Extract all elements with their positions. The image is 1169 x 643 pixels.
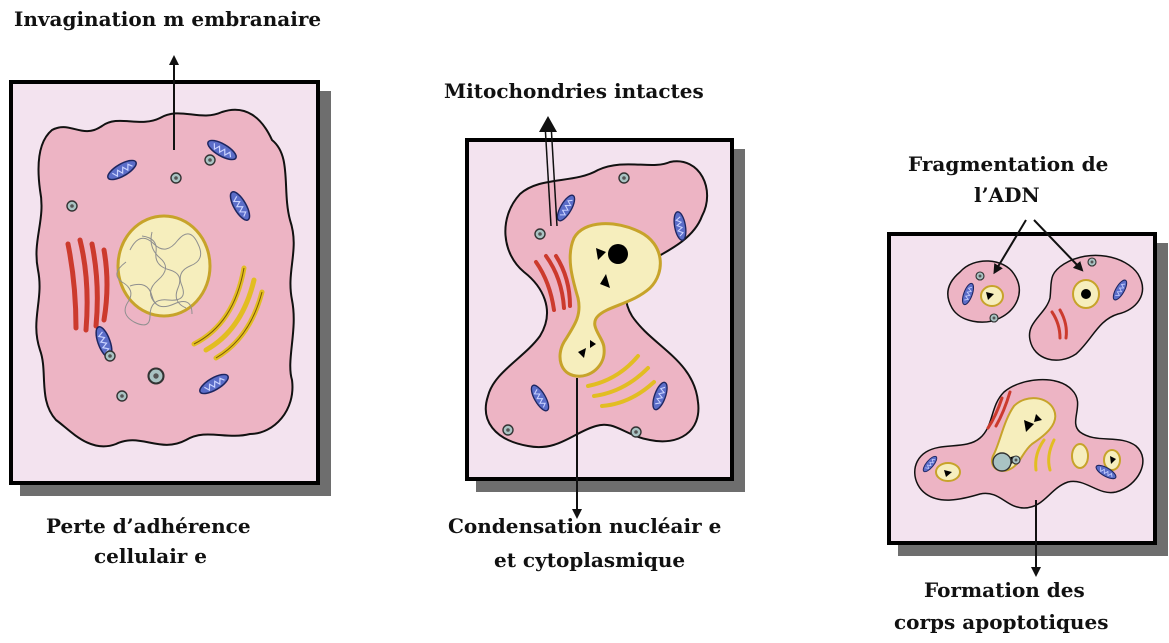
vesicle [631, 427, 641, 437]
vesicle [619, 173, 629, 183]
normal-cell [36, 110, 293, 447]
vesicle [1012, 456, 1020, 464]
vesicle [67, 201, 77, 211]
vesicle [205, 155, 215, 165]
vesicle [976, 272, 984, 280]
vesicle [990, 314, 998, 322]
nuclear-fragment [1072, 444, 1088, 468]
apoptotic-bodies [915, 255, 1143, 508]
vesicle [149, 369, 164, 384]
vesicle [535, 229, 545, 239]
condensing-cell [486, 161, 707, 447]
vesicle [117, 391, 127, 401]
vesicle [105, 351, 115, 361]
vesicle [503, 425, 513, 435]
vesicle [993, 453, 1011, 471]
chromatin-clump [608, 244, 628, 264]
vesicle [1088, 258, 1096, 266]
vesicle [171, 173, 181, 183]
normal-cell-nucleus [118, 216, 210, 316]
